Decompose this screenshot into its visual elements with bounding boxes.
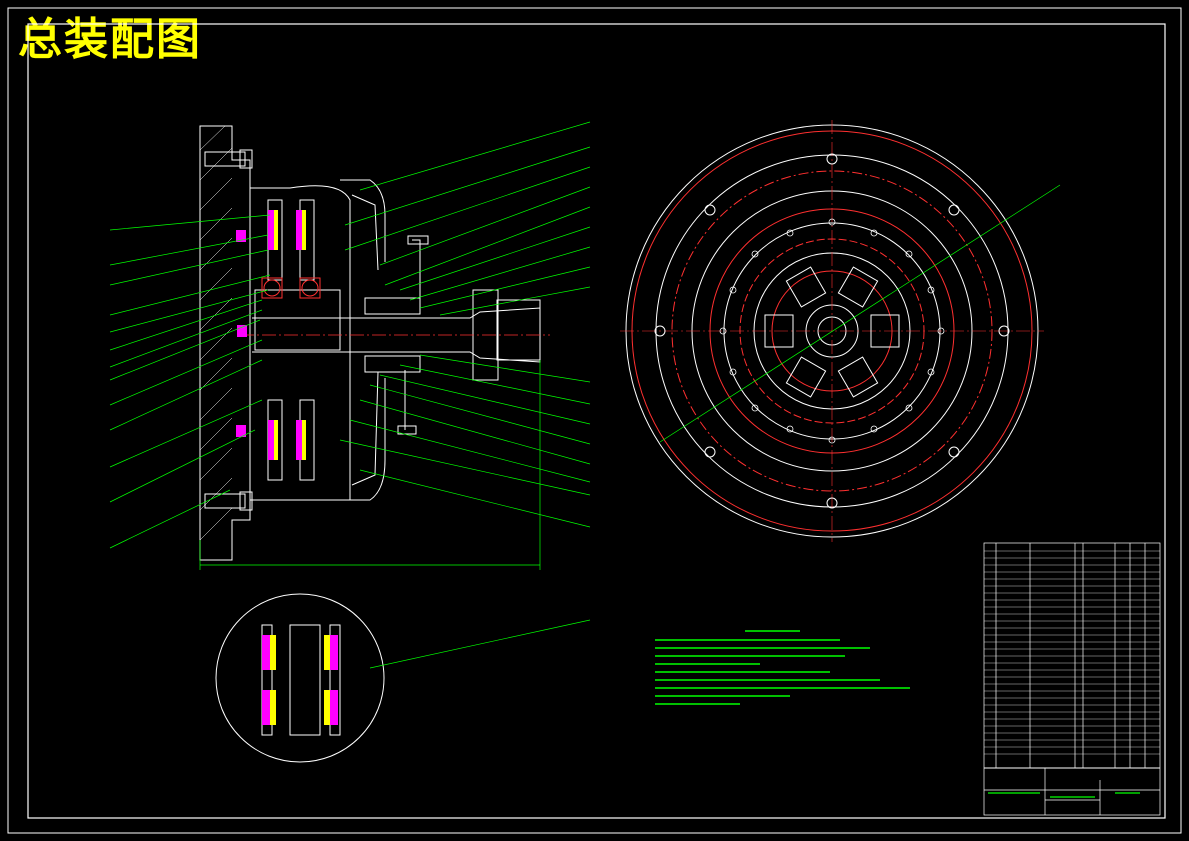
technical-notes xyxy=(655,630,910,705)
end-view xyxy=(620,120,1061,542)
inner-frame xyxy=(27,23,1166,819)
section-leaders xyxy=(109,121,591,549)
section-view xyxy=(199,125,550,570)
title-block-green-marks xyxy=(988,792,1140,798)
friction-linings xyxy=(236,210,306,460)
title-block xyxy=(983,542,1161,816)
drawing-title: 总装配图 xyxy=(18,14,202,65)
outer-frame xyxy=(7,7,1182,834)
detail-view xyxy=(215,593,591,763)
